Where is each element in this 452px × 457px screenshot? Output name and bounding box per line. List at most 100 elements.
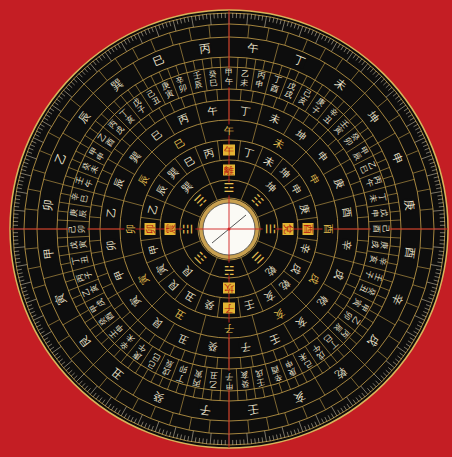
cycle-label: 庚子 — [309, 97, 326, 116]
ring-character: 亥 — [261, 290, 277, 306]
cycle-label: 癸巳 — [208, 70, 218, 88]
ring-character: 丑 — [176, 332, 191, 347]
cycle-label: 乙巳 — [357, 160, 376, 174]
ring-character: 亥 — [290, 389, 307, 405]
cycle-label: 丙子 — [76, 269, 95, 282]
ring-character: 未 — [331, 76, 349, 94]
ring-character: 乙 — [53, 151, 69, 168]
cycle-label: 丁酉 — [269, 76, 282, 95]
cycle-label: 戊申 — [370, 208, 388, 218]
cycle-label: 丁未 — [367, 192, 386, 203]
ring-character: 離 — [223, 165, 235, 176]
ring-character: 艮 — [179, 263, 195, 279]
ring-character: 癸 — [201, 298, 215, 312]
ring-character: 乙 — [146, 201, 160, 215]
ring-line — [140, 140, 318, 318]
ring-character: 坤 — [277, 165, 293, 181]
ring-character: ☶ — [192, 248, 210, 266]
ring-character: 艮 — [148, 315, 164, 331]
ring-character: 兌 — [283, 223, 294, 235]
ring-character: 庚 — [298, 201, 312, 215]
ring-character: ☴ — [192, 192, 210, 210]
ring-character: 丁 — [242, 146, 256, 160]
cycle-label: 癸酉 — [97, 309, 116, 326]
ring-character: 戌 — [332, 267, 347, 282]
ring-character: 甲 — [146, 242, 160, 256]
ring-character: 丑 — [182, 290, 198, 306]
cycle-label: 己丑 — [146, 89, 162, 108]
cycle-label: 庚辰 — [70, 208, 88, 218]
cycle-label: 乙卯 — [342, 309, 361, 326]
ring-character: 巳 — [151, 53, 168, 69]
ring-character: ☳ — [182, 223, 195, 236]
ring-character: 丑 — [172, 307, 188, 323]
cycle-label: 己未 — [297, 350, 313, 369]
ring-character: 丙 — [198, 42, 212, 56]
ring-character: 寅 — [135, 271, 151, 287]
ring-character: 巽 — [109, 76, 127, 94]
cycle-label: 丙戌 — [108, 119, 126, 137]
ring-character: 丑 — [109, 365, 127, 383]
ring-character: 申 — [290, 182, 306, 198]
cycle-label: 辛亥 — [367, 255, 386, 266]
ring-character: 酉 — [341, 207, 353, 220]
ring-character: 子 — [223, 323, 235, 334]
ring-character: 乙 — [105, 207, 117, 220]
cycle-label: 壬子 — [363, 269, 382, 282]
ring-character: 酉 — [323, 223, 334, 235]
cycle-label: 庚申 — [283, 357, 297, 376]
cycle-label: 甲戌 — [89, 297, 108, 313]
ring-character: 巳 — [182, 153, 198, 169]
cycle-label: 壬辰 — [192, 72, 203, 91]
cycle-label: 辛卯 — [176, 76, 189, 95]
ring-character: 辰 — [76, 109, 94, 127]
ring-character: 丙 — [201, 146, 215, 160]
ring-character: 申 — [307, 172, 323, 188]
ring-character: 子 — [223, 303, 235, 314]
compass-pivot — [228, 228, 231, 231]
ring-character: 寅 — [153, 261, 169, 277]
cycle-label: 癸亥 — [240, 370, 250, 388]
ring-character: ☱ — [262, 223, 275, 236]
cycle-label: 辛丑 — [321, 108, 339, 126]
ring-character: 子 — [238, 341, 251, 353]
ring-character: 甲 — [112, 267, 127, 282]
ring-character: 癸 — [207, 341, 220, 353]
ring-line — [24, 24, 434, 434]
cycle-label: 乙酉 — [97, 132, 116, 149]
cycle-label: 癸丑 — [357, 283, 376, 297]
cycle-label: 癸未 — [81, 160, 100, 174]
ring-line — [13, 13, 445, 445]
cycle-label: 甲子 — [225, 371, 233, 389]
ring-character: 坎 — [223, 283, 235, 294]
cycle-label: 己巳 — [146, 350, 162, 369]
ring-character: 辰 — [112, 176, 127, 191]
ring-character: 辰 — [153, 182, 169, 198]
cycle-label: 庚戌 — [370, 240, 388, 250]
cycle-label: 己亥 — [297, 89, 313, 108]
ring-character: 壬 — [267, 332, 282, 347]
cycle-label: 辛酉 — [269, 363, 282, 382]
cycle-label: 乙未 — [240, 70, 250, 88]
ring-character: 午 — [223, 145, 235, 156]
ring-character: 卯 — [145, 223, 156, 235]
ring-character: 丙 — [176, 112, 191, 127]
cycle-label: 戊午 — [309, 342, 326, 361]
compass-disk — [10, 10, 448, 448]
ring-character: 甲 — [42, 246, 56, 260]
cycle-label: 癸卯 — [342, 132, 361, 149]
cycle-label: 戊辰 — [160, 357, 174, 376]
cycle-label: 己卯 — [69, 225, 87, 233]
cycle-label: 丙寅 — [192, 367, 203, 386]
ring-character: 乾 — [331, 365, 349, 383]
ring-character: 辰 — [135, 172, 151, 188]
ring-character: 巽 — [179, 179, 195, 195]
ring-character: 酉 — [303, 223, 314, 235]
cycle-label: 甲寅 — [350, 297, 369, 313]
ring-character: 未 — [267, 112, 282, 127]
ring-character: 寅 — [127, 293, 143, 309]
ring-character: 酉 — [403, 246, 417, 260]
cycle-label: 乙丑 — [208, 370, 218, 388]
